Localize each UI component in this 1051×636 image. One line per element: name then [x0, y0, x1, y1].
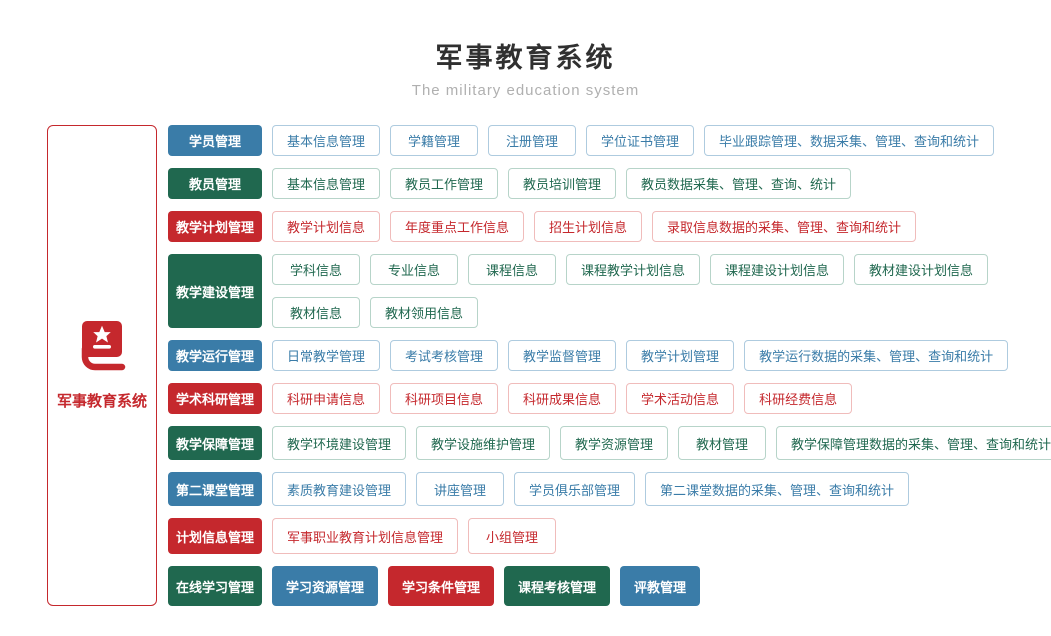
- module-button-second-classroom-0-2[interactable]: 学员俱乐部管理: [514, 472, 636, 507]
- row-plan-info: 计划信息管理军事职业教育计划信息管理小组管理: [168, 518, 1051, 555]
- header: 军事教育系统 The military education system: [0, 0, 1051, 99]
- module-button-research-0-4[interactable]: 科研经费信息: [744, 383, 853, 415]
- module-button-support-0-1[interactable]: 教学设施维护管理: [416, 426, 551, 461]
- module-button-support-0-4[interactable]: 教学保障管理数据的采集、管理、查询和统计: [776, 426, 1051, 461]
- module-button-teaching-plan-0-2[interactable]: 招生计划信息: [534, 211, 643, 243]
- page-title: 军事教育系统: [435, 43, 616, 73]
- module-button-teaching-construction-0-4[interactable]: 课程建设计划信息: [710, 254, 845, 286]
- module-button-faculty-0-3[interactable]: 教员数据采集、管理、查询、统计: [626, 168, 852, 200]
- row-teaching-construction: 教学建设管理学科信息专业信息课程信息课程教学计划信息课程建设计划信息教材建设计划…: [168, 254, 1051, 329]
- module-button-teaching-operation-0-1[interactable]: 考试考核管理: [390, 340, 499, 372]
- module-button-students-0-1[interactable]: 学籍管理: [390, 125, 479, 157]
- module-button-faculty-0-1[interactable]: 教员工作管理: [390, 168, 499, 200]
- module-button-teaching-operation-0-0[interactable]: 日常教学管理: [272, 340, 381, 372]
- module-button-teaching-plan-0-3[interactable]: 录取信息数据的采集、管理、查询和统计: [652, 211, 917, 243]
- module-button-second-classroom-0-1[interactable]: 讲座管理: [416, 472, 505, 507]
- module-button-students-0-4[interactable]: 毕业跟踪管理、数据采集、管理、查询和统计: [704, 125, 995, 157]
- module-button-teaching-operation-0-4[interactable]: 教学运行数据的采集、管理、查询和统计: [744, 340, 1009, 372]
- module-button-online-learning-0-2[interactable]: 课程考核管理: [504, 566, 611, 607]
- book-star-icon: [76, 320, 128, 378]
- module-button-students-0-2[interactable]: 注册管理: [488, 125, 577, 157]
- row-second-classroom: 第二课堂管理素质教育建设管理讲座管理学员俱乐部管理第二课堂数据的采集、管理、查询…: [168, 472, 1051, 507]
- row-items-research: 科研申请信息科研项目信息科研成果信息学术活动信息科研经费信息: [272, 383, 853, 415]
- module-button-research-0-0[interactable]: 科研申请信息: [272, 383, 381, 415]
- row-students: 学员管理基本信息管理学籍管理注册管理学位证书管理毕业跟踪管理、数据采集、管理、查…: [168, 125, 1051, 157]
- row-items-online-learning: 学习资源管理学习条件管理课程考核管理评教管理: [272, 566, 701, 607]
- module-button-online-learning-0-3[interactable]: 评教管理: [620, 566, 701, 607]
- module-button-students-0-0[interactable]: 基本信息管理: [272, 125, 381, 157]
- module-button-faculty-0-2[interactable]: 教员培训管理: [508, 168, 617, 200]
- category-button-online-learning[interactable]: 在线学习管理: [168, 566, 262, 607]
- root-node: 军事教育系统: [47, 125, 157, 607]
- category-button-support[interactable]: 教学保障管理: [168, 426, 262, 461]
- module-button-faculty-0-0[interactable]: 基本信息管理: [272, 168, 381, 200]
- category-button-students[interactable]: 学员管理: [168, 125, 262, 157]
- row-items-faculty: 基本信息管理教员工作管理教员培训管理教员数据采集、管理、查询、统计: [272, 168, 852, 200]
- module-button-plan-info-0-1[interactable]: 小组管理: [468, 518, 557, 555]
- row-teaching-plan: 教学计划管理教学计划信息年度重点工作信息招生计划信息录取信息数据的采集、管理、查…: [168, 211, 1051, 243]
- module-button-research-0-1[interactable]: 科研项目信息: [390, 383, 499, 415]
- category-button-teaching-operation[interactable]: 教学运行管理: [168, 340, 262, 372]
- module-button-support-0-3[interactable]: 教材管理: [678, 426, 767, 461]
- module-button-research-0-2[interactable]: 科研成果信息: [508, 383, 617, 415]
- module-button-teaching-operation-0-3[interactable]: 教学计划管理: [626, 340, 735, 372]
- module-button-online-learning-0-1[interactable]: 学习条件管理: [388, 566, 495, 607]
- rows: 学员管理基本信息管理学籍管理注册管理学位证书管理毕业跟踪管理、数据采集、管理、查…: [168, 125, 1051, 607]
- category-button-plan-info[interactable]: 计划信息管理: [168, 518, 262, 555]
- module-button-teaching-construction-0-5[interactable]: 教材建设计划信息: [854, 254, 989, 286]
- module-button-teaching-construction-0-2[interactable]: 课程信息: [468, 254, 556, 286]
- category-button-second-classroom[interactable]: 第二课堂管理: [168, 472, 262, 507]
- module-button-teaching-construction-1-1[interactable]: 教材领用信息: [370, 297, 479, 329]
- row-items-teaching-construction: 学科信息专业信息课程信息课程教学计划信息课程建设计划信息教材建设计划信息教材信息…: [272, 254, 989, 329]
- module-button-students-0-3[interactable]: 学位证书管理: [586, 125, 695, 157]
- module-button-support-0-0[interactable]: 教学环境建设管理: [272, 426, 407, 461]
- module-button-research-0-3[interactable]: 学术活动信息: [626, 383, 735, 415]
- category-button-teaching-construction[interactable]: 教学建设管理: [168, 254, 262, 329]
- row-items-support: 教学环境建设管理教学设施维护管理教学资源管理教材管理教学保障管理数据的采集、管理…: [272, 426, 1051, 461]
- root-node-label: 军事教育系统: [56, 392, 147, 410]
- diagram: 军事教育系统 学员管理基本信息管理学籍管理注册管理学位证书管理毕业跟踪管理、数据…: [47, 125, 1051, 607]
- page-subtitle: The military education system: [411, 82, 640, 100]
- module-button-second-classroom-0-3[interactable]: 第二课堂数据的采集、管理、查询和统计: [645, 472, 910, 507]
- row-items-plan-info: 军事职业教育计划信息管理小组管理: [272, 518, 557, 555]
- row-faculty: 教员管理基本信息管理教员工作管理教员培训管理教员数据采集、管理、查询、统计: [168, 168, 1051, 200]
- category-button-faculty[interactable]: 教员管理: [168, 168, 262, 200]
- row-support: 教学保障管理教学环境建设管理教学设施维护管理教学资源管理教材管理教学保障管理数据…: [168, 426, 1051, 461]
- row-items-teaching-plan: 教学计划信息年度重点工作信息招生计划信息录取信息数据的采集、管理、查询和统计: [272, 211, 917, 243]
- module-button-support-0-2[interactable]: 教学资源管理: [560, 426, 669, 461]
- category-button-teaching-plan[interactable]: 教学计划管理: [168, 211, 262, 243]
- module-button-teaching-operation-0-2[interactable]: 教学监督管理: [508, 340, 617, 372]
- module-button-teaching-construction-0-0[interactable]: 学科信息: [272, 254, 360, 286]
- row-items-teaching-operation: 日常教学管理考试考核管理教学监督管理教学计划管理教学运行数据的采集、管理、查询和…: [272, 340, 1009, 372]
- row-online-learning: 在线学习管理学习资源管理学习条件管理课程考核管理评教管理: [168, 566, 1051, 607]
- row-teaching-operation: 教学运行管理日常教学管理考试考核管理教学监督管理教学计划管理教学运行数据的采集、…: [168, 340, 1051, 372]
- module-button-teaching-plan-0-1[interactable]: 年度重点工作信息: [390, 211, 525, 243]
- module-button-teaching-construction-0-3[interactable]: 课程教学计划信息: [566, 254, 701, 286]
- category-button-research[interactable]: 学术科研管理: [168, 383, 262, 415]
- row-items-second-classroom: 素质教育建设管理讲座管理学员俱乐部管理第二课堂数据的采集、管理、查询和统计: [272, 472, 910, 507]
- module-button-online-learning-0-0[interactable]: 学习资源管理: [272, 566, 379, 607]
- module-button-plan-info-0-0[interactable]: 军事职业教育计划信息管理: [272, 518, 459, 555]
- row-research: 学术科研管理科研申请信息科研项目信息科研成果信息学术活动信息科研经费信息: [168, 383, 1051, 415]
- module-button-teaching-construction-1-0[interactable]: 教材信息: [272, 297, 360, 329]
- module-button-second-classroom-0-0[interactable]: 素质教育建设管理: [272, 472, 407, 507]
- module-button-teaching-plan-0-0[interactable]: 教学计划信息: [272, 211, 381, 243]
- module-button-teaching-construction-0-1[interactable]: 专业信息: [370, 254, 458, 286]
- row-items-students: 基本信息管理学籍管理注册管理学位证书管理毕业跟踪管理、数据采集、管理、查询和统计: [272, 125, 995, 157]
